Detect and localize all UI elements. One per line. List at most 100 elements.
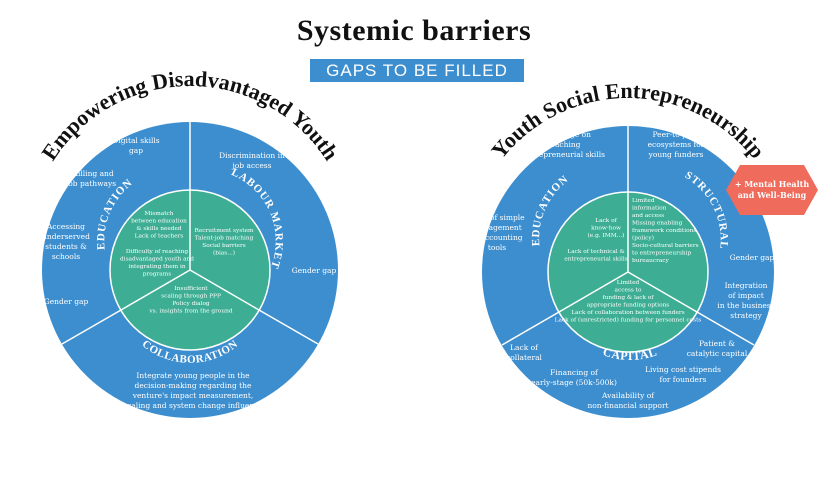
text-line: Lack of technical & — [567, 249, 624, 255]
right-divider-left — [501, 311, 560, 346]
text-line: underserved — [42, 232, 90, 241]
text-line: gap — [129, 146, 143, 155]
text-line: know-how — [591, 226, 621, 232]
text-line: Social barriers — [202, 243, 245, 249]
text-line: schools — [52, 252, 80, 261]
text-line: framework conditions — [632, 228, 696, 234]
text-line: funding & lack of — [602, 295, 654, 301]
text-line: Lack of — [595, 218, 617, 224]
left-inner-education-b: Difficulty of reaching disadvantaged yout… — [120, 249, 194, 278]
text-line: in the business — [717, 301, 774, 310]
text-line: Peer-to-peer — [652, 130, 699, 139]
text-line: Policy dialog — [172, 301, 210, 307]
text-line: job pathways — [65, 179, 116, 188]
text-line: Insufficient — [174, 286, 208, 292]
page-title: Systemic barriers — [296, 14, 532, 47]
text-line: Lack of teachers — [135, 234, 184, 240]
text-line: scaling through PPP — [161, 294, 221, 300]
text-line: to entrepreneurship — [632, 251, 692, 257]
right-inner-education-b: Lack of technical & entrepreneurial skill… — [564, 249, 627, 263]
text-line: job access — [231, 161, 271, 170]
right-inner-divider-left — [558, 271, 629, 313]
text-line: entrepreneurial skills — [523, 150, 605, 159]
text-line: young funders — [648, 150, 704, 159]
text-line: collateral — [506, 353, 542, 362]
right-capital-label: CAPITAL — [601, 344, 659, 363]
left-outer-gender-left: Gender gap — [44, 297, 89, 306]
left-inner-divider-left — [120, 269, 191, 311]
text-line: venture's impact measurement, — [132, 391, 254, 400]
left-divider-left — [61, 309, 122, 345]
text-line: Difficulty of reaching — [126, 249, 188, 255]
left-inner-divider-right — [189, 269, 260, 311]
left-divider-right — [258, 309, 319, 345]
text-line: Knowledge on — [537, 130, 591, 139]
text-line: tools — [488, 243, 506, 252]
right-diagram: Youth Social Entrepreneurship EDUCATION … — [469, 78, 775, 418]
text-line: of impact — [728, 291, 764, 300]
text-line: Talent-job matching — [195, 236, 254, 242]
text-line: appropriate funding options — [587, 303, 670, 309]
text-line: & skills needed — [136, 226, 182, 232]
text-line: Integration — [725, 281, 768, 290]
text-line: Mismatch — [144, 211, 173, 217]
text-line: Financing of — [550, 368, 599, 377]
text-line: access to — [615, 288, 643, 294]
right-inner-divider-right — [627, 271, 698, 313]
text-line: Missing enabling — [632, 221, 683, 227]
text-line: Gender gap — [44, 297, 89, 306]
text-line: teaching — [548, 140, 581, 149]
text-line: & accounting — [471, 233, 522, 242]
text-line: for founders — [660, 375, 707, 384]
text-line: Gender gap — [730, 253, 775, 262]
left-inner-education-a: Mismatch between education& skills needed… — [131, 211, 187, 240]
text-line: Limited — [617, 280, 640, 286]
text-line: scaling and system change influence — [123, 401, 263, 410]
text-line: integrating them in — [128, 264, 185, 270]
text-line: disadvantaged youth and — [120, 257, 194, 263]
left-diagram: Empowering Disadvantaged Youth EDUCATION… — [36, 66, 344, 418]
text-line: and access — [632, 213, 664, 219]
text-line: Accessing — [46, 222, 85, 231]
text-line: Lack of simple — [469, 213, 525, 222]
text-line: Patient & — [699, 339, 735, 348]
text-line: students & — [45, 242, 87, 251]
text-line: (e.g. IMM...) — [588, 232, 625, 239]
text-line: non-financial support — [587, 401, 668, 410]
subtitle-banner: GAPS TO BE FILLED — [310, 59, 524, 82]
right-divider-right — [696, 311, 755, 346]
text-line: between education — [131, 219, 187, 225]
text-line: management — [472, 223, 522, 232]
text-line: Limited — [632, 198, 655, 204]
text-line: Lack of — [510, 343, 539, 352]
text-line: Recruitment system — [194, 228, 254, 234]
right-outer-gender: Gender gap — [730, 253, 775, 262]
text-line: and Well-Being — [738, 190, 807, 200]
text-line: Living cost stipends — [645, 365, 721, 374]
text-line: vs. insights from the ground — [148, 309, 232, 315]
text-line: strategy — [730, 311, 762, 320]
text-line: Digital skills — [112, 136, 159, 145]
text-line: catalytic capital — [687, 349, 748, 358]
text-line: early-stage (50k-500k) — [531, 378, 617, 387]
text-line: entrepreneurial skills — [564, 257, 627, 263]
hexagon-shape — [726, 165, 818, 215]
